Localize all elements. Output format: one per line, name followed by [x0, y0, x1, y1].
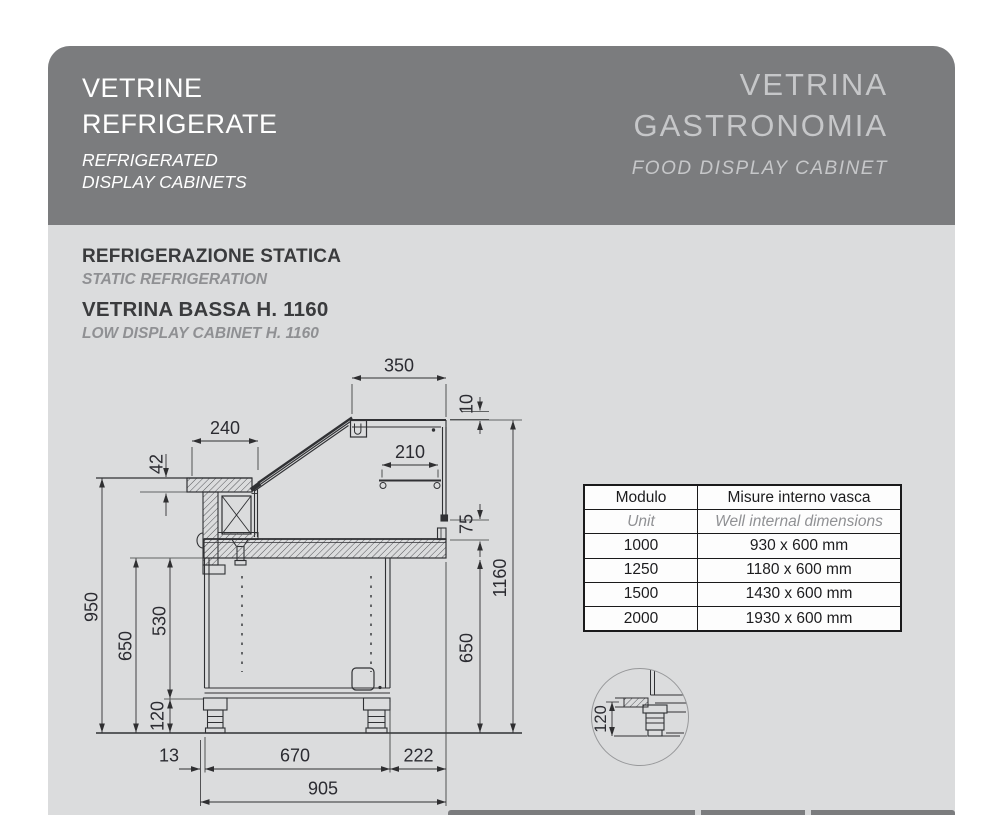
- dim-front-panel-drop-label: 75: [457, 514, 477, 534]
- counter-slab: [186, 477, 253, 493]
- catalog-subtitle-line2: DISPLAY CABINETS: [82, 172, 247, 192]
- foot-detail-dimension: [606, 701, 619, 736]
- module-cell: 2000: [583, 605, 698, 632]
- sloped-glass: [249, 416, 353, 492]
- front-panel: [436, 427, 449, 541]
- dim-front-offset-label: 13: [159, 746, 179, 766]
- product-title-line1: VETRINA: [739, 67, 888, 102]
- dim-rear-top-width-label: 240: [210, 418, 240, 438]
- foot-detail-structure: [614, 669, 688, 737]
- module-dimensions-table: Modulo Misure interno vasca Unit Well in…: [583, 484, 902, 633]
- dim-leg-height-label: 120: [148, 701, 168, 731]
- dim-foot-height-label: 120: [592, 705, 610, 733]
- dim-base-height-label: 530: [150, 606, 170, 636]
- dimensions-cell: 1430 x 600 mm: [697, 581, 902, 607]
- hidden-edges: [241, 576, 372, 672]
- refrigeration-type-it: REFRIGERAZIONE STATICA: [82, 246, 342, 267]
- base-cabinet: [203, 558, 391, 699]
- module-cell: 1000: [583, 533, 698, 559]
- detail-circle: [591, 668, 689, 766]
- band-notch: [805, 810, 811, 815]
- dim-well-floor-right-label: 650: [457, 633, 477, 663]
- module-cell: 1250: [583, 557, 698, 583]
- well-bottom: [203, 538, 447, 559]
- dim-well-floor-left-label: 650: [116, 631, 136, 661]
- rating-plate: [351, 667, 375, 691]
- table-header-row: Modulo Misure interno vasca: [583, 484, 902, 511]
- next-section-band: [448, 810, 955, 815]
- dim-counter-height-label: 950: [82, 592, 102, 622]
- cabinet-section-drawing: 350 10 240 42 210 75 650 1160 950 650 53…: [82, 356, 522, 806]
- dim-counter-thickness-label: 42: [147, 454, 167, 474]
- model-name-en: LOW DISPLAY CABINET H. 1160: [82, 325, 319, 342]
- screw-dot: [431, 428, 436, 432]
- module-header-cell: Modulo: [583, 484, 698, 511]
- dim-shelf-width-label: 210: [395, 442, 425, 462]
- dim-overall-height-label: 1160: [490, 559, 510, 598]
- dim-rear-overhang-label: 222: [403, 746, 433, 766]
- product-title-line2: GASTRONOMIA: [633, 108, 888, 143]
- refrigeration-type-en: STATIC REFRIGERATION: [82, 271, 268, 288]
- product-title-block: VETRINA GASTRONOMIA FOOD DISPLAY CABINET: [632, 64, 888, 180]
- dim-feet-span-label: 670: [280, 746, 310, 766]
- catalog-title-line2: REFRIGERATE: [82, 109, 278, 139]
- module-cell: 1500: [583, 581, 698, 607]
- table-row: 1250 1180 x 600 mm: [583, 557, 902, 583]
- table-row: 2000 1930 x 600 mm: [583, 605, 902, 632]
- foot-detail-drawing: 120: [591, 668, 689, 766]
- dim-top-width-label: 350: [384, 356, 414, 376]
- dimension-lines: [99, 375, 516, 805]
- glass-clamp: [349, 419, 368, 438]
- extension-lines: [130, 384, 522, 806]
- dimensions-cell: 1930 x 600 mm: [697, 605, 902, 632]
- dimensions-cell: 930 x 600 mm: [697, 533, 902, 559]
- band-notch: [695, 810, 701, 815]
- model-name-it: VETRINA BASSA H. 1160: [82, 298, 329, 321]
- table-row: 1500 1430 x 600 mm: [583, 581, 902, 607]
- header-band: [48, 46, 955, 225]
- display-shelf: [379, 479, 441, 489]
- dim-top-lip-label: 10: [457, 394, 477, 414]
- dimensions-subheader-cell: Well internal dimensions: [697, 509, 902, 535]
- product-subtitle: FOOD DISPLAY CABINET: [631, 158, 888, 179]
- catalog-subtitle-line1: REFRIGERATED: [82, 150, 218, 170]
- table-subheader-row: Unit Well internal dimensions: [583, 509, 902, 535]
- refrigeration-type-heading: REFRIGERAZIONE STATICA STATIC REFRIGERAT…: [82, 246, 341, 289]
- dim-overall-depth-label: 905: [308, 779, 338, 799]
- cabinet-structure: [96, 416, 522, 734]
- dimension-labels: 350 10 240 42 210 75 650 1160 950 650 53…: [82, 356, 511, 799]
- dimensions-header-cell: Misure interno vasca: [697, 484, 902, 511]
- catalog-title-block: VETRINE REFRIGERATE REFRIGERATED DISPLAY…: [82, 70, 278, 193]
- model-heading: VETRINA BASSA H. 1160 LOW DISPLAY CABINE…: [82, 298, 328, 343]
- catalog-title-line1: VETRINE: [82, 73, 203, 103]
- adjustable-feet: [202, 697, 391, 734]
- table-row: 1000 930 x 600 mm: [583, 533, 902, 559]
- module-subheader-cell: Unit: [583, 509, 698, 535]
- dimensions-cell: 1180 x 600 mm: [697, 557, 902, 583]
